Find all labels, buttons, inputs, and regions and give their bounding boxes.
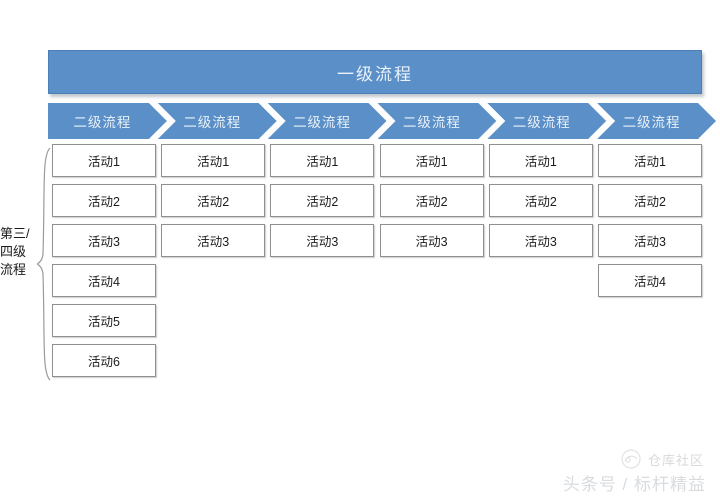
activity-label: 活动4: [634, 275, 666, 289]
level1-process-banner[interactable]: 一级流程: [48, 50, 702, 94]
activity-label: 活动2: [634, 195, 666, 209]
activity-label: 活动5: [88, 315, 120, 329]
activity-box[interactable]: 活动2: [270, 184, 375, 217]
level2-process-chevron-2[interactable]: 二级流程: [158, 103, 277, 139]
watermark-brand-text: 仓库社区: [647, 452, 704, 468]
activity-label: 活动6: [88, 355, 120, 369]
activity-box[interactable]: 活动5: [52, 304, 156, 337]
level34-process-label-line3: 流程: [0, 262, 27, 277]
activity-label: 活动1: [415, 155, 448, 169]
activity-label: 活动3: [88, 235, 120, 249]
activity-box[interactable]: 活动1: [161, 144, 266, 177]
activity-label: 活动1: [306, 155, 339, 169]
activity-label: 活动2: [415, 195, 448, 209]
activity-box[interactable]: 活动6: [52, 344, 156, 377]
level34-process-label-line1: 第三/: [0, 226, 30, 241]
level2-process-chevron-label-1: 二级流程: [73, 115, 132, 130]
activity-box[interactable]: 活动1: [379, 144, 484, 177]
activity-label: 活动3: [415, 235, 448, 249]
level2-process-chevron-label-4: 二级流程: [402, 115, 461, 130]
activity-box[interactable]: 活动3: [161, 224, 266, 257]
warehouse-community-logo-icon: [620, 448, 642, 470]
activity-box[interactable]: 活动1: [52, 144, 156, 177]
level1-process-label: 一级流程: [337, 64, 413, 84]
level2-process-chevron-1[interactable]: 二级流程: [48, 103, 167, 139]
activity-box[interactable]: 活动2: [52, 184, 156, 217]
level2-process-chevron-label-2: 二级流程: [183, 115, 242, 130]
level34-brace: [36, 146, 52, 382]
activity-label: 活动2: [524, 195, 557, 209]
level2-process-chevron-label-6: 二级流程: [622, 115, 681, 130]
level2-process-chevron-label-3: 二级流程: [293, 115, 352, 130]
activity-label: 活动2: [306, 195, 339, 209]
activity-label: 活动3: [524, 235, 557, 249]
activity-box[interactable]: 活动3: [488, 224, 593, 257]
activity-label: 活动2: [88, 195, 120, 209]
activity-box[interactable]: 活动3: [598, 224, 702, 257]
level2-process-chevron-label-5: 二级流程: [512, 115, 571, 130]
watermark-credit-text: 头条号 / 标杆精益: [562, 475, 706, 494]
activity-box[interactable]: 活动2: [161, 184, 266, 217]
activity-box[interactable]: 活动1: [598, 144, 702, 177]
activity-label: 活动1: [634, 155, 666, 169]
activity-label: 活动3: [306, 235, 339, 249]
activity-box[interactable]: 活动1: [270, 144, 375, 177]
activity-box[interactable]: 活动3: [270, 224, 375, 257]
activity-label: 活动2: [197, 195, 230, 209]
activity-label: 活动1: [88, 155, 120, 169]
activity-box[interactable]: 活动3: [379, 224, 484, 257]
activity-label: 活动3: [634, 235, 666, 249]
activity-label: 活动1: [524, 155, 557, 169]
level2-process-chevron-4[interactable]: 二级流程: [378, 103, 497, 139]
activity-box[interactable]: 活动2: [488, 184, 593, 217]
activity-box[interactable]: 活动2: [598, 184, 702, 217]
activity-label: 活动3: [197, 235, 230, 249]
activity-box[interactable]: 活动1: [488, 144, 593, 177]
activity-label: 活动4: [88, 275, 120, 289]
level34-process-label-group: 第三/ 四级 流程: [0, 225, 40, 279]
activity-label: 活动1: [197, 155, 230, 169]
level2-process-chevron-5[interactable]: 二级流程: [487, 103, 606, 139]
activity-box[interactable]: 活动2: [379, 184, 484, 217]
activity-box[interactable]: 活动4: [52, 264, 156, 297]
level34-process-label-line2: 四级: [0, 244, 27, 259]
watermark-brand: 仓库社区: [620, 448, 704, 470]
activity-box[interactable]: 活动4: [598, 264, 702, 297]
level2-process-chevron-6[interactable]: 二级流程: [597, 103, 716, 139]
activity-box[interactable]: 活动3: [52, 224, 156, 257]
level2-process-row: 二级流程 二级流程 二级流程 二级流程 二级流程 二级流程: [48, 103, 702, 139]
level2-process-chevron-3[interactable]: 二级流程: [268, 103, 387, 139]
